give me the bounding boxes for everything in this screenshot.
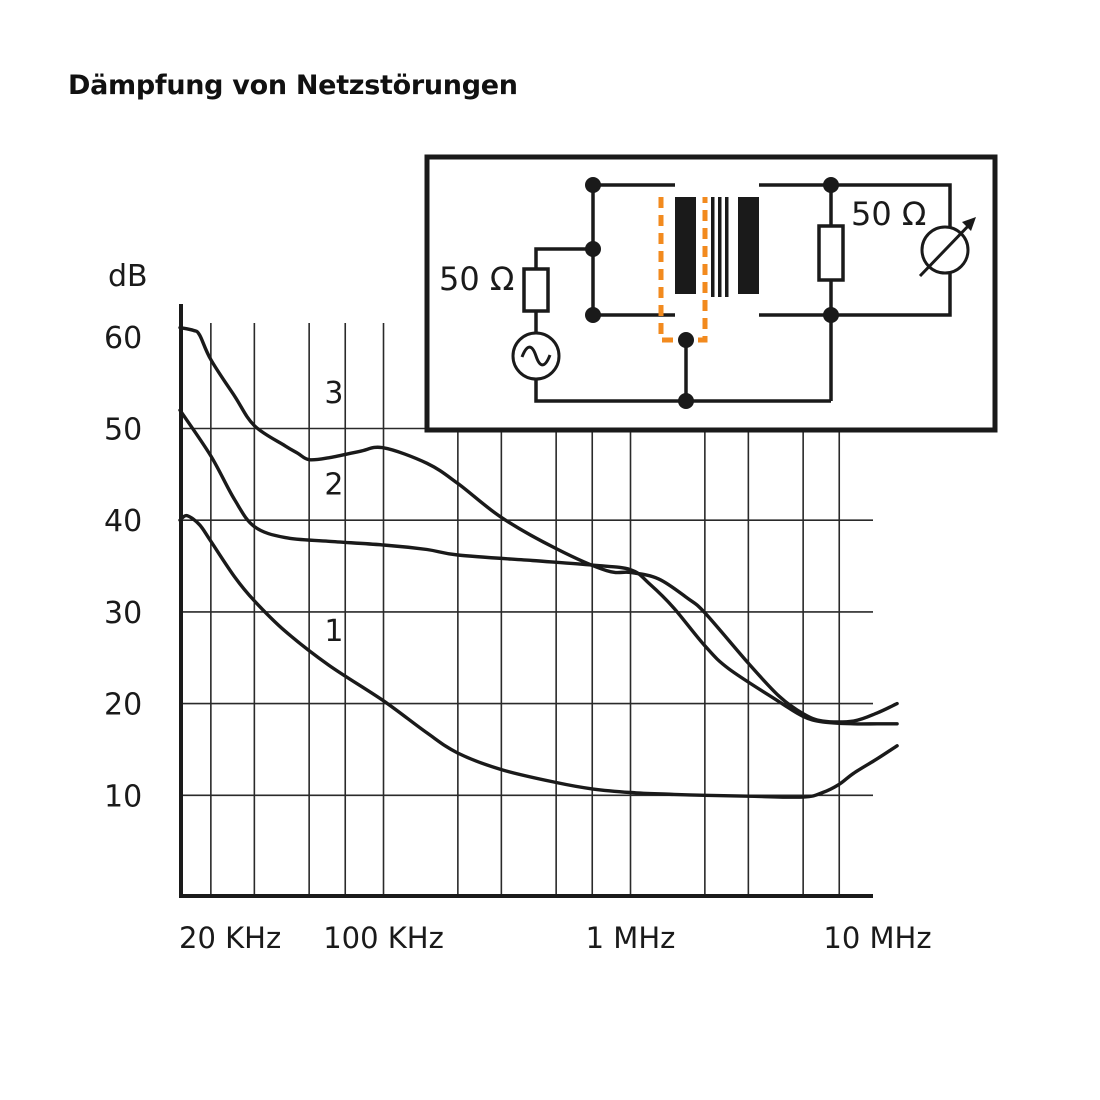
series-curves (178, 325, 899, 799)
y-tick-label: 10 (104, 779, 142, 814)
horizontal-gridlines (181, 427, 873, 797)
transformer-icon (675, 197, 759, 297)
x-tick-label: 100 KHz (323, 921, 444, 955)
y-tick-label: 20 (104, 688, 142, 723)
load-resistor-icon (817, 224, 845, 282)
load-resistance-label: 50 Ω (851, 195, 926, 233)
series-label-1: 1 (324, 614, 343, 649)
series-curve-2 (178, 408, 899, 726)
resistor-icon (522, 267, 550, 313)
series-labels: 1 2 3 (324, 376, 343, 649)
x-tick-label: 20 KHz (179, 921, 281, 955)
page-title: Dämpfung von Netzstörungen (68, 70, 518, 101)
meter-icon (918, 217, 976, 278)
junction-dots (585, 177, 839, 409)
x-tick-label: 1 MHz (586, 921, 676, 955)
y-tick-label: 40 (104, 504, 142, 539)
series-curve-3 (178, 325, 899, 724)
source-resistance-label: 50 Ω (439, 260, 514, 298)
y-tick-label: 60 (104, 321, 142, 356)
circuit-inset: 50 Ω 50 Ω (424, 154, 998, 433)
series-label-2: 2 (324, 468, 343, 503)
y-tick-label: 50 (104, 413, 142, 448)
ground-return (534, 379, 831, 403)
secondary-loop (759, 183, 952, 317)
y-axis-unit-label: dB (108, 259, 148, 294)
x-tick-label: 10 MHz (823, 921, 931, 955)
series-label-3: 3 (324, 376, 343, 411)
ac-source-icon (511, 331, 561, 381)
series-curve-1 (178, 513, 899, 799)
y-tick-labels: 10 20 30 40 50 60 (104, 321, 142, 815)
y-tick-label: 30 (104, 596, 142, 631)
source-branch (534, 247, 593, 269)
x-tick-labels: 20 KHz 100 KHz 1 MHz 10 MHz (179, 921, 932, 955)
axes (179, 304, 873, 898)
